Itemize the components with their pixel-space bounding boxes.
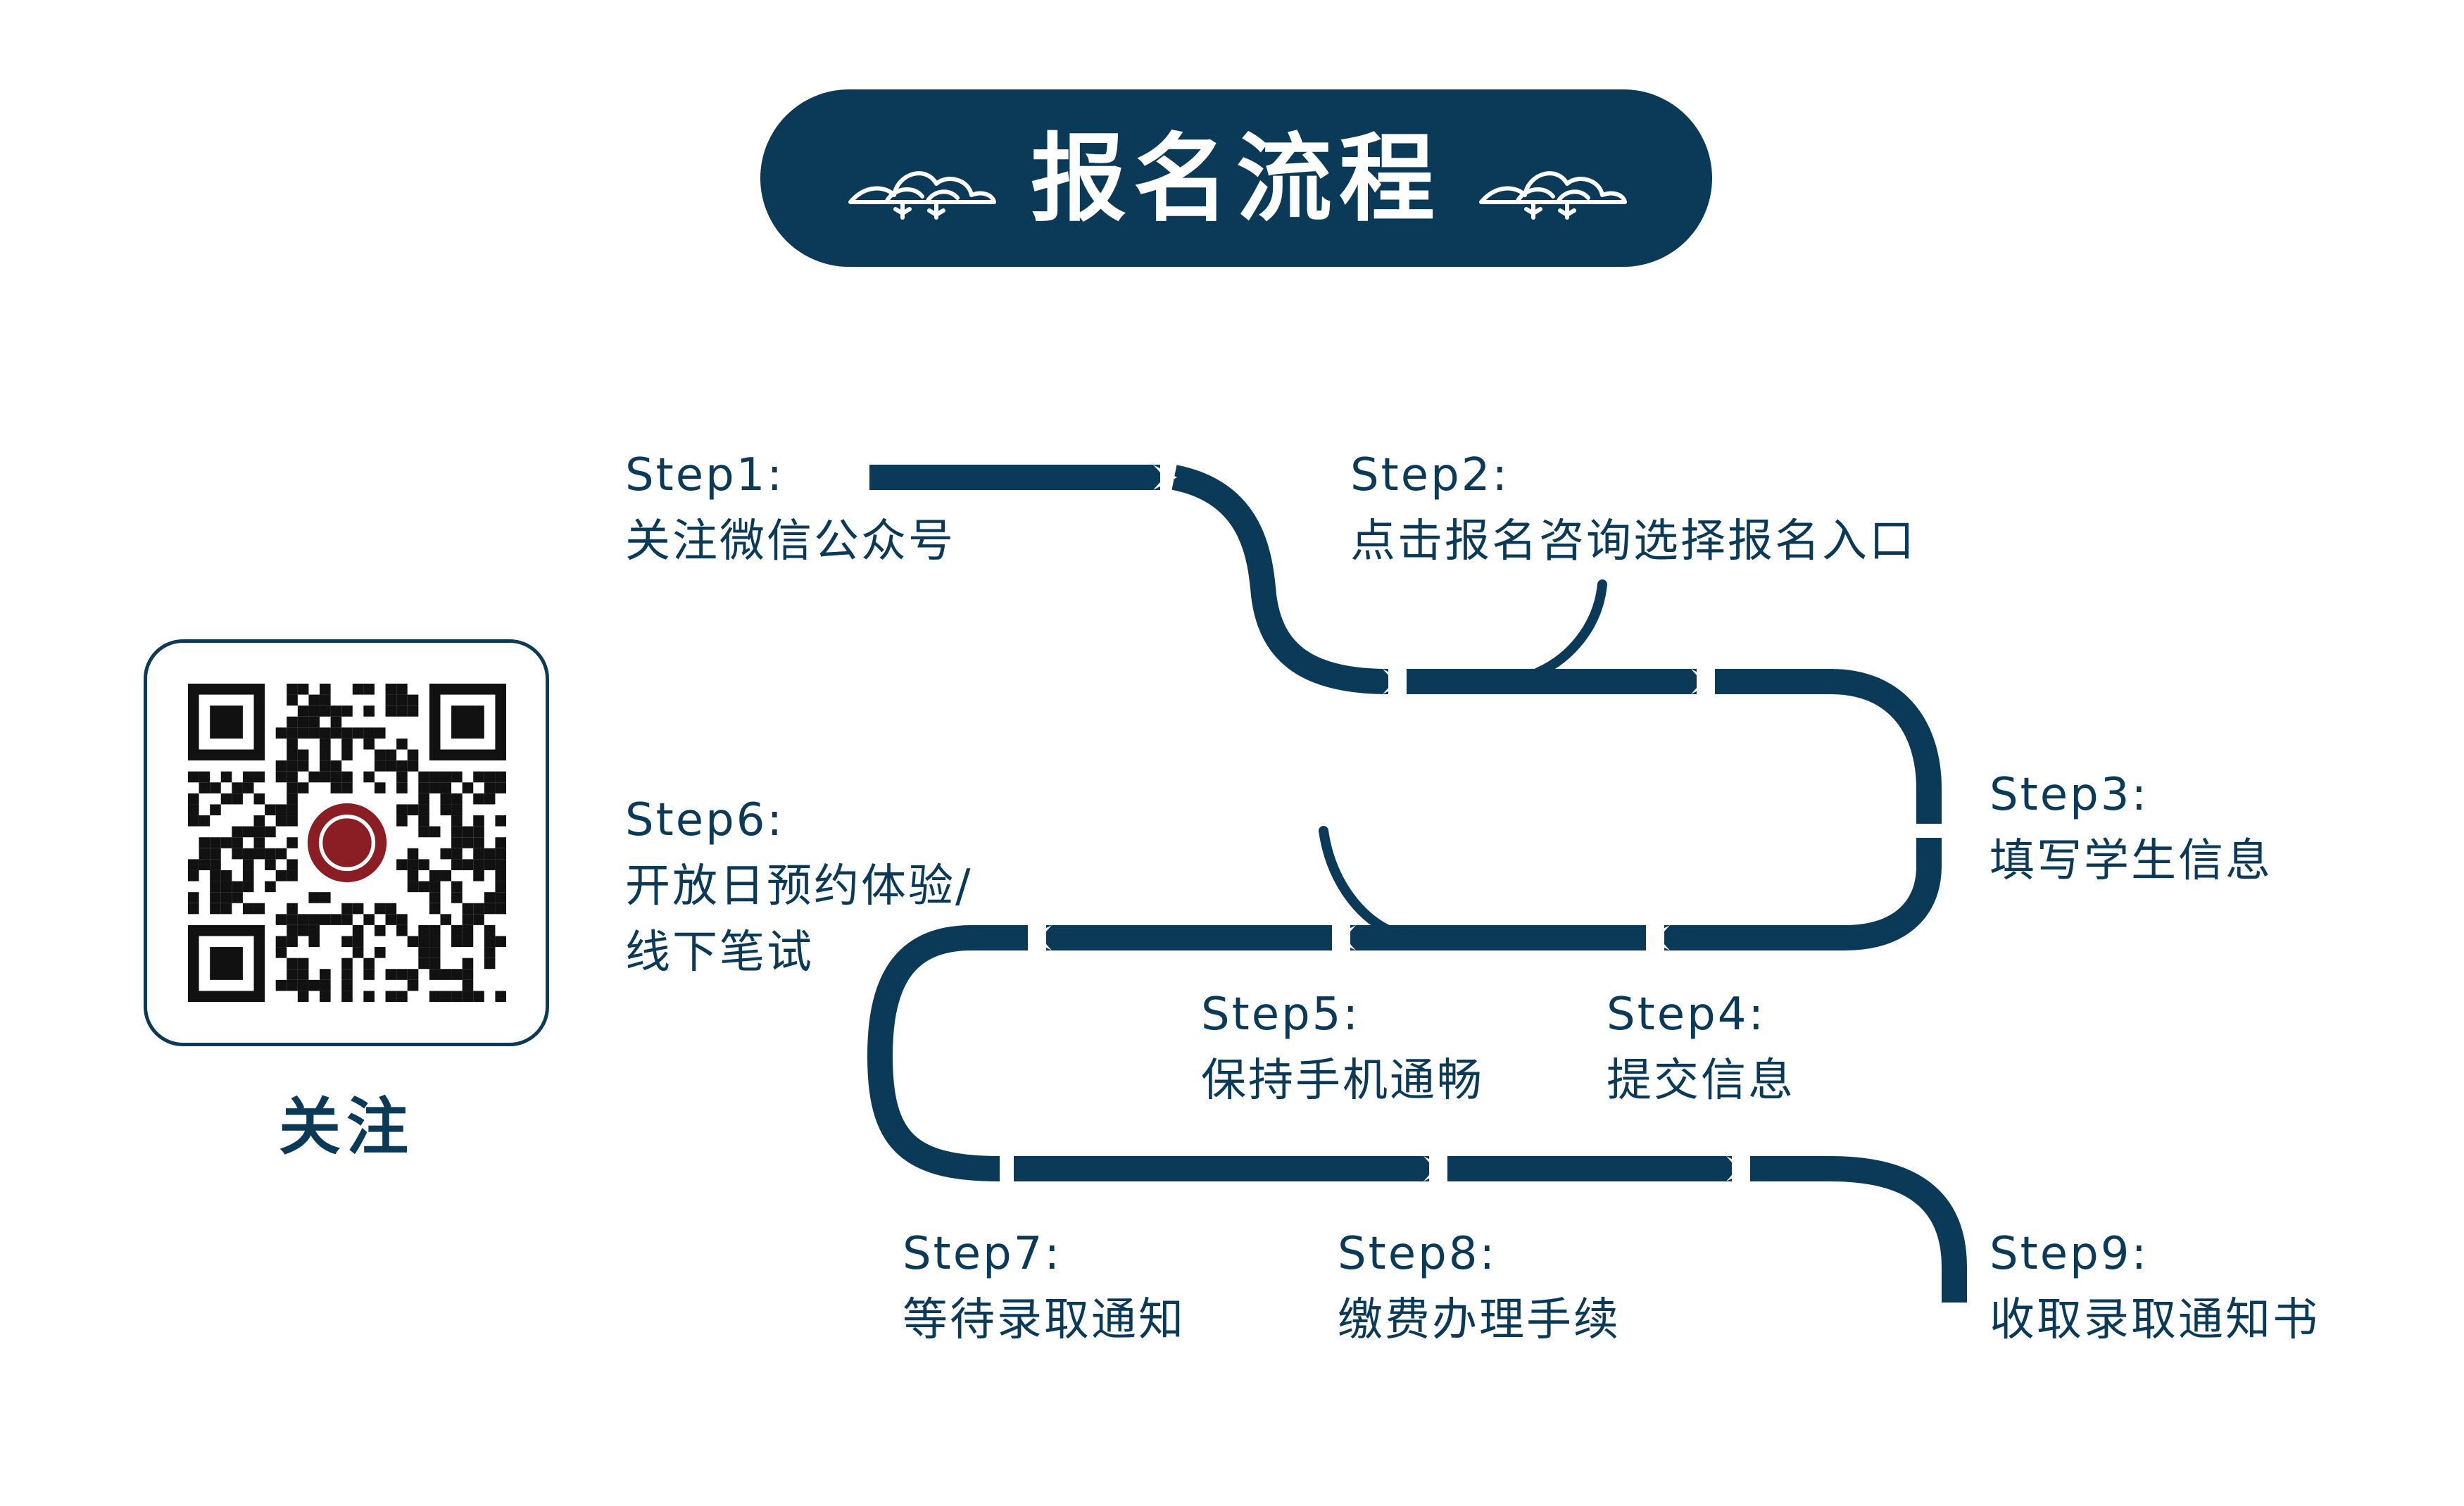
step-label: Step9: (1990, 1228, 2149, 1280)
step-label: Step8: (1338, 1228, 1497, 1280)
road-segment (1664, 838, 1942, 950)
step-2: Step2: 点击报名咨询选择报名入口 (1350, 442, 1916, 575)
step-description: 关注微信公众号 (625, 515, 955, 567)
qr-card[interactable] (144, 639, 549, 1046)
step-description: 点击报名咨询选择报名入口 (1350, 515, 1916, 567)
chevron-right-icon (1726, 1156, 1750, 1181)
step-description: 提交信息 (1607, 1055, 1795, 1107)
qr-code-icon[interactable] (188, 684, 506, 1002)
step-description: 收取录取通知书 (1990, 1294, 2320, 1346)
step-label: Step5: (1201, 989, 1360, 1041)
road-segment (1750, 1156, 1967, 1303)
qr-caption: 关注 (278, 1091, 414, 1163)
step-label: Step1: (625, 449, 784, 501)
chevron-right-icon (1153, 465, 1177, 490)
branch-connector (1319, 826, 1392, 934)
road-segment (1715, 669, 1942, 824)
step-description: 保持手机通畅 (1201, 1055, 1484, 1107)
road-segment (1171, 465, 1389, 694)
step-4: Step4: 提交信息 (1607, 981, 1795, 1114)
pine-cloud-icon (848, 171, 996, 220)
branch-connector (1533, 579, 1607, 677)
step-7: Step7: 等待录取通知 (903, 1221, 1186, 1353)
step-3: Step3: 填写学生信息 (1990, 762, 2273, 894)
step-1: Step1: 关注微信公众号 (625, 442, 955, 575)
step-label: Step7: (903, 1228, 1062, 1280)
chevron-left-icon (1028, 925, 1052, 950)
step-9: Step9: 收取录取通知书 (1990, 1221, 2320, 1353)
pine-cloud-icon (1479, 171, 1627, 220)
step-description: 等待录取通知 (903, 1294, 1186, 1346)
step-label: Step6: (625, 794, 784, 846)
step-8: Step8: 缴费办理手续 (1338, 1221, 1621, 1353)
chevron-left-icon (1646, 925, 1670, 950)
step-description-line2: 线下笔试 (625, 927, 814, 979)
step-6: Step6: 开放日预约体验/ 线下笔试 (625, 787, 973, 986)
step-description: 缴费办理手续 (1338, 1294, 1621, 1346)
step-5: Step5: 保持手机通畅 (1201, 981, 1484, 1114)
chevron-right-icon (1691, 669, 1715, 694)
road-segment (867, 925, 1028, 1181)
step-label: Step2: (1350, 449, 1509, 501)
step-label: Step3: (1990, 769, 2149, 821)
title-banner: 报名流程 (760, 89, 1712, 267)
chevron-right-icon (1423, 1156, 1447, 1181)
step-description: 开放日预约体验/ (625, 860, 973, 912)
step-description: 填写学生信息 (1990, 835, 2273, 887)
step-label: Step4: (1607, 989, 1766, 1041)
chevron-left-icon (1332, 925, 1356, 950)
page-title: 报名流程 (1031, 123, 1442, 235)
chevron-right-icon (1383, 669, 1407, 694)
